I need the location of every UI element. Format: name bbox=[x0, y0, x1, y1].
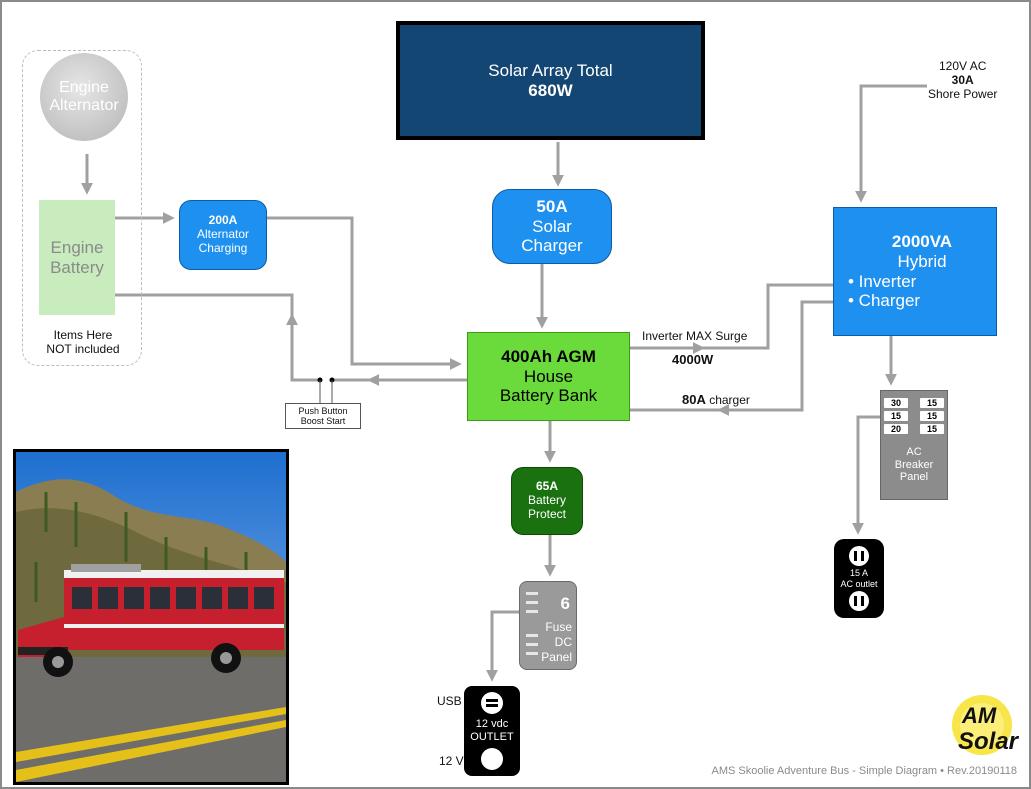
dc-outlet-label: 12 vdc OUTLET bbox=[470, 718, 514, 743]
breaker-label: AC Breaker Panel bbox=[894, 446, 934, 484]
breaker: 15 bbox=[884, 411, 908, 421]
wire-altcharging-to-battery bbox=[267, 216, 462, 370]
fuse-slot-icon bbox=[526, 601, 538, 604]
surge-value: 4000W bbox=[672, 352, 714, 367]
fuse-slot-icon bbox=[526, 592, 538, 595]
house-battery-bank: 400Ah AGM House Battery Bank bbox=[467, 332, 630, 421]
engine-alternator: Engine Alternator bbox=[40, 53, 128, 141]
ac-receptacle-icon bbox=[849, 590, 869, 611]
skoolie-bus-photo bbox=[13, 449, 289, 785]
breaker: 20 bbox=[884, 424, 908, 434]
shore-power-label: 120V AC 30A Shore Power bbox=[928, 59, 998, 101]
sun-logo-icon bbox=[952, 695, 1012, 755]
fuse-slot-icon bbox=[526, 652, 538, 655]
fuse-count: 6 bbox=[560, 594, 570, 613]
alternator-charging: 200A Alternator Charging bbox=[179, 200, 267, 270]
fuse-dc-panel: 6 Fuse DC Panel bbox=[519, 581, 577, 670]
alternator-charging-amps: 200A bbox=[208, 213, 238, 228]
ac-breaker-panel: 30 15 15 15 20 15 AC Breaker Panel bbox=[880, 390, 948, 500]
fuse-slot-icon bbox=[526, 610, 538, 613]
wire-engbatt-to-pushbutton bbox=[114, 293, 320, 382]
engine-battery: Engine Battery bbox=[39, 200, 115, 315]
wire-inverter-to-battery bbox=[630, 300, 833, 412]
charger-rate: 80A charger bbox=[682, 392, 750, 407]
surge-label: Inverter MAX Surge bbox=[642, 329, 748, 343]
solar-array-label: Solar Array Total bbox=[488, 60, 613, 80]
not-included-note: Items Here NOT included bbox=[46, 328, 120, 356]
push-button-boost-start: Push Button Boost Start bbox=[285, 403, 361, 429]
breaker: 15 bbox=[920, 424, 944, 434]
breaker: 15 bbox=[920, 411, 944, 421]
hybrid-inverter-charger: 2000VA Hybrid • Inverter • Charger bbox=[833, 207, 997, 336]
usb-port-icon bbox=[481, 692, 503, 714]
fuse-slot-icon bbox=[526, 634, 538, 637]
not-included-group: Engine Alternator Engine Battery Items H… bbox=[22, 50, 142, 366]
battery-capacity: 400Ah AGM bbox=[501, 347, 596, 367]
solar-array-watts: 680W bbox=[528, 80, 573, 100]
inverter-rating: 2000VA bbox=[891, 232, 953, 252]
am-solar-logo: AM Solar bbox=[940, 691, 1018, 757]
ac-receptacle-icon bbox=[849, 546, 869, 567]
solar-charger: 50A Solar Charger bbox=[492, 189, 612, 264]
wire-shore-to-inverter bbox=[855, 84, 927, 203]
battery-protect: 65A Battery Protect bbox=[511, 467, 583, 535]
footer-caption: AMS Skoolie Adventure Bus - Simple Diagr… bbox=[711, 765, 1018, 777]
wire-fuse-to-dcoutlet bbox=[486, 610, 519, 682]
12v-socket-icon bbox=[481, 748, 503, 770]
breaker-grid: 30 15 15 15 20 15 bbox=[884, 398, 944, 434]
breaker: 30 bbox=[884, 398, 908, 408]
ac-outlet: 15 A AC outlet bbox=[834, 539, 884, 618]
solar-charger-amps: 50A bbox=[536, 197, 568, 217]
solar-array: Solar Array Total 680W bbox=[396, 21, 705, 140]
bus-photo-illustration bbox=[16, 452, 286, 782]
wire-breaker-to-outlet bbox=[852, 415, 880, 535]
dc-outlet: 12 vdc OUTLET bbox=[464, 686, 520, 776]
breaker: 15 bbox=[920, 398, 944, 408]
fuse-slot-icon bbox=[526, 643, 538, 646]
battery-protect-amps: 65A bbox=[535, 479, 558, 494]
